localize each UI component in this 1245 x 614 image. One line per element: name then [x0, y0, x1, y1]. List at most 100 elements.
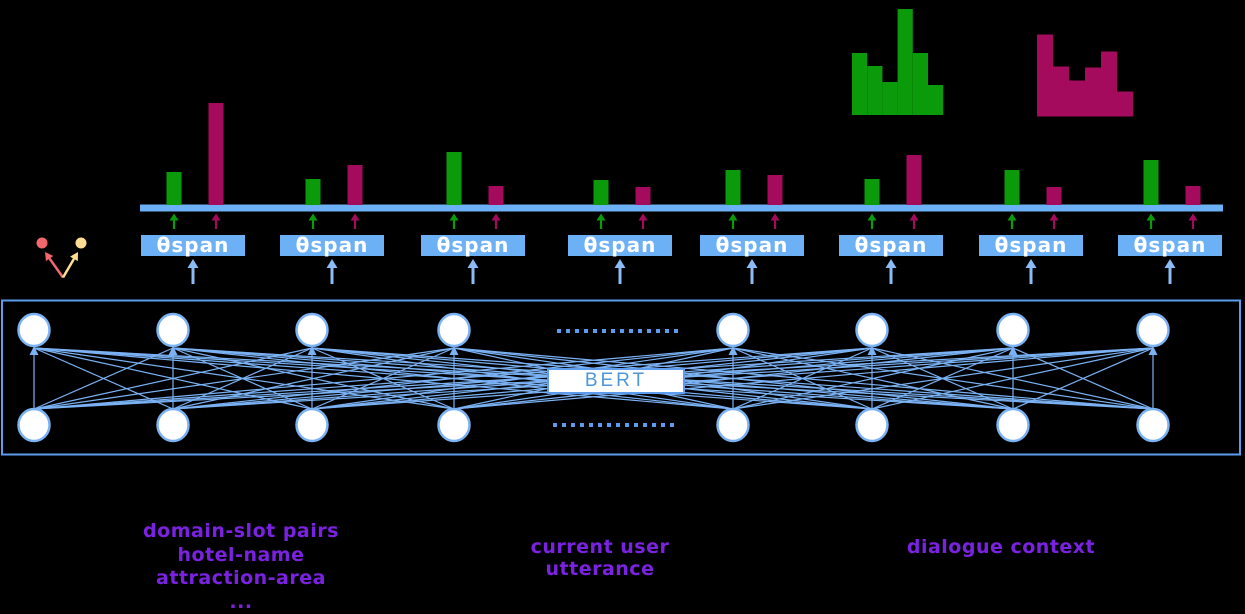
blue-input-arrow-head: [187, 259, 199, 268]
crimson-up-arrow-head: [638, 213, 648, 221]
input-token-node: [17, 407, 51, 443]
crimson-up-arrow-head: [1049, 213, 1059, 221]
output-token-node: [855, 312, 889, 348]
theta-span-box-8: θspan: [1118, 234, 1222, 256]
caption-line-ellipsis: ...: [229, 590, 253, 613]
green-up-arrow-head: [169, 213, 179, 221]
blue-input-arrow-head: [467, 259, 479, 268]
green-up-arrow-head: [728, 213, 738, 221]
output-token-node: [996, 312, 1030, 348]
attention-arrowhead: [728, 346, 738, 355]
output-token-node: [295, 312, 329, 348]
theta-span-box-7: θspan: [979, 234, 1083, 256]
green-up-arrow-head: [1007, 213, 1017, 221]
crimson-up-arrow-head: [211, 213, 221, 221]
span-start-score-bar: [166, 172, 182, 205]
crimson-histogram-bar: [1101, 51, 1117, 117]
blue-input-arrow-head: [746, 259, 758, 268]
span-axis-line: [140, 204, 1223, 212]
crimson-up-arrow-head: [491, 213, 501, 221]
span-end-score-bar: [1046, 187, 1062, 205]
crimson-histogram-bar: [1117, 91, 1133, 117]
theta-span-box-3: θspan: [421, 234, 525, 256]
red-legend-arrow-head: [45, 252, 54, 262]
green-histogram-bar: [897, 9, 913, 115]
span-start-score-bar: [446, 152, 462, 205]
green-up-arrow-head: [308, 213, 318, 221]
input-token-node: [1136, 407, 1170, 443]
crimson-up-arrow-head: [1188, 213, 1198, 221]
span-end-score-bar: [635, 187, 651, 205]
span-end-score-bar: [347, 165, 363, 205]
caption-current-user-utterance: current user utterance: [530, 536, 670, 580]
green-histogram-bar: [867, 66, 883, 115]
theta-span-box-4: θspan: [568, 234, 672, 256]
input-token-node: [156, 407, 190, 443]
crimson-histogram-bar: [1069, 80, 1085, 117]
theta-span-box-6: θspan: [839, 234, 943, 256]
attention-line: [453, 347, 1154, 410]
span-end-score-bar: [767, 175, 783, 205]
span-end-score-bar: [488, 186, 504, 205]
attention-line: [871, 347, 1154, 410]
crimson-up-arrow-head: [909, 213, 919, 221]
attention-arrowhead: [867, 346, 877, 355]
theta-span-box-2: θspan: [280, 234, 384, 256]
attention-line: [732, 347, 1154, 410]
caption-domain-slot-pairs: domain-slot pairs hotel-name attraction-…: [81, 520, 401, 614]
crimson-histogram-bar: [1085, 67, 1101, 117]
span-start-score-bar: [1143, 160, 1159, 205]
crimson-histogram-bar: [1053, 66, 1069, 117]
attention-arrowhead: [1148, 346, 1158, 355]
red-legend-arrow: [48, 257, 65, 279]
green-up-arrow-head: [596, 213, 606, 221]
attention-line: [33, 347, 1014, 410]
output-token-node: [437, 312, 471, 348]
caption-dialogue-context: dialogue context: [906, 536, 1096, 558]
attention-line: [33, 347, 734, 410]
input-token-node: [295, 407, 329, 443]
crimson-histogram-bar: [1037, 34, 1053, 117]
blue-input-arrow-head: [885, 259, 897, 268]
input-token-node: [996, 407, 1030, 443]
crimson-up-arrow-head: [350, 213, 360, 221]
span-end-score-bar: [208, 103, 224, 205]
span-start-score-bar: [725, 170, 741, 205]
attention-line: [33, 347, 455, 410]
input-token-node: [437, 407, 471, 443]
span-start-score-bar: [864, 179, 880, 205]
output-token-node: [1136, 312, 1170, 348]
attention-arrowhead: [307, 346, 317, 355]
attention-arrowhead: [449, 346, 459, 355]
caption-line-hotel-name: hotel-name: [177, 543, 305, 566]
attention-line: [1012, 347, 1154, 410]
output-token-node: [17, 312, 51, 348]
green-up-arrow-head: [1146, 213, 1156, 221]
bert-container-border: [1, 299, 1241, 456]
theta-span-box-1: θspan: [141, 234, 245, 256]
red-marker-dot: [36, 237, 48, 249]
green-up-arrow-head: [449, 213, 459, 221]
input-token-node: [855, 407, 889, 443]
green-up-arrow-head: [867, 213, 877, 221]
attention-arrowhead: [1008, 346, 1018, 355]
yellow-marker-dot: [75, 237, 87, 249]
blue-input-arrow-head: [614, 259, 626, 268]
attention-line: [33, 347, 174, 410]
green-histogram-bar: [882, 82, 898, 115]
span-end-score-bar: [906, 155, 922, 205]
theta-span-box-5: θspan: [700, 234, 804, 256]
input-token-node: [716, 407, 750, 443]
span-end-score-bar: [1185, 186, 1201, 205]
attention-arrowhead: [29, 346, 39, 355]
blue-input-arrow-head: [326, 259, 338, 268]
caption-line-domain-slot: domain-slot pairs: [143, 520, 339, 542]
green-histogram-bar: [912, 53, 928, 115]
output-token-node: [156, 312, 190, 348]
attention-line: [33, 347, 873, 410]
bert-box: BERT: [547, 368, 685, 394]
output-token-node: [716, 312, 750, 348]
green-histogram-bar: [928, 85, 944, 115]
